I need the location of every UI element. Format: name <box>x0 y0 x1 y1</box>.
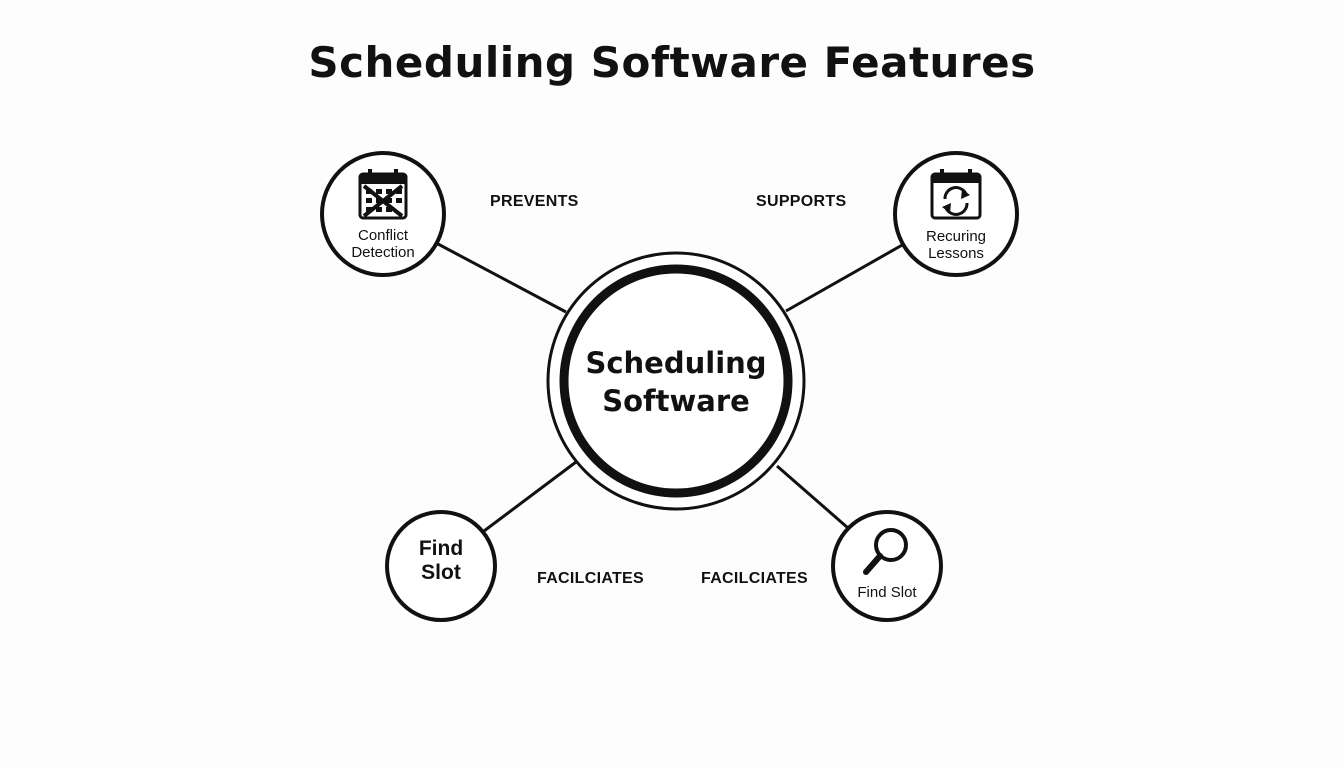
node-recurring-lessons-line1: Recuring <box>925 228 987 245</box>
center-hub-label-line1: Scheduling <box>585 346 767 380</box>
node-find-slot-right-circle <box>831 510 943 622</box>
diagram-title: Scheduling Software Features <box>308 38 1036 87</box>
center-hub-inner-ring <box>559 264 793 498</box>
node-conflict-detection-line1: Conflict <box>357 227 409 244</box>
center-hub-label-line2: Software <box>602 383 750 418</box>
node-recurring-lessons-label: Recuring Lessons <box>906 228 1006 263</box>
connector-find-slot-right <box>776 464 849 530</box>
node-find-slot-left-label: Find Slot <box>391 537 491 585</box>
calendar-x-icon <box>358 169 408 220</box>
node-find-slot-right-text: Find Slot <box>857 584 917 601</box>
node-conflict-detection-line2: Detection <box>351 244 415 262</box>
node-find-slot-left-line1: Find <box>418 537 464 560</box>
relation-label-prevents: PREVENTS <box>490 193 579 210</box>
node-recurring-lessons-line2: Lessons <box>928 245 984 263</box>
relation-label-facilitates-left: FACILCIATES <box>537 570 645 587</box>
node-find-slot-right-label: Find Slot <box>837 584 937 601</box>
node-find-slot-left-line2: Slot <box>421 561 461 585</box>
connector-find-slot-left <box>483 460 577 533</box>
relation-label-facilitates-right: FACILCIATES <box>701 570 809 587</box>
center-hub-label: Scheduling Software <box>566 345 786 420</box>
magnifier-icon <box>863 528 908 575</box>
connector-conflict-detection <box>437 242 567 314</box>
relation-label-supports: SUPPORTS <box>756 193 847 210</box>
node-find-slot-left-circle <box>385 510 497 622</box>
connector-recurring-lessons <box>785 242 905 313</box>
calendar-refresh-icon <box>930 169 982 220</box>
node-conflict-detection-label: Conflict Detection <box>333 227 433 262</box>
